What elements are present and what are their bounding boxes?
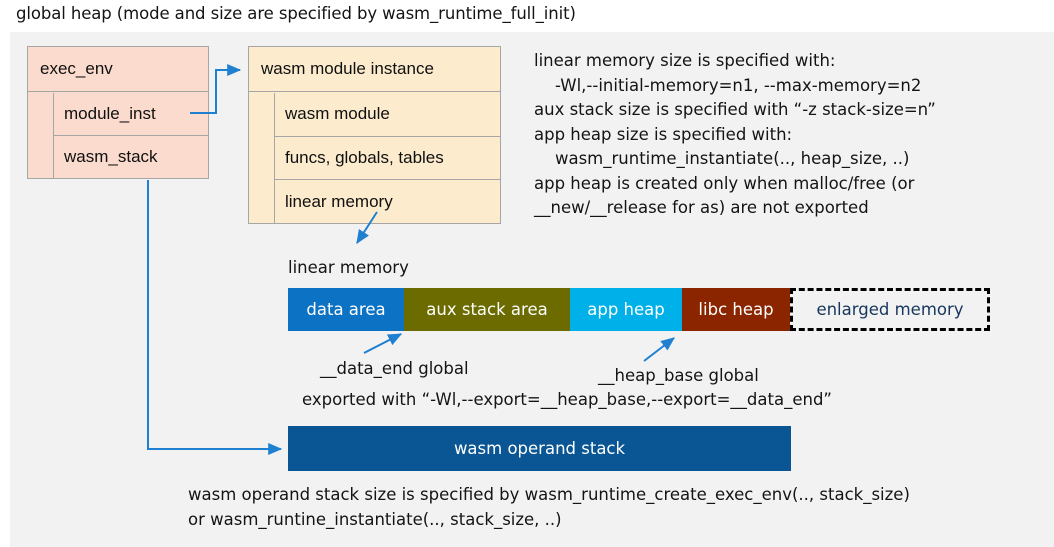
exec-env-fields: module_inst wasm_stack [54, 93, 208, 178]
linear-memory-caption: linear memory [288, 258, 409, 277]
wasm-operand-stack-box: wasm operand stack [288, 426, 791, 471]
memory-segment-label: data area [306, 300, 386, 319]
memory-segment-label: enlarged memory [816, 300, 964, 319]
module-field-wasm-module: wasm module [275, 93, 500, 137]
memory-config-notes: linear memory size is specified with: -W… [534, 51, 936, 217]
module-field-linear-memory: linear memory [275, 180, 500, 223]
wasm-module-instance-fields: wasm module funcs, globals, tables linea… [275, 93, 500, 223]
exported-with-label: exported with “-Wl,--export=__heap_base,… [302, 390, 832, 409]
memory-segment-aux-stack-area: aux stack area [404, 288, 570, 331]
memory-segment-app-heap: app heap [570, 288, 682, 331]
wasm-operand-stack-label: wasm operand stack [453, 439, 626, 458]
wasm-module-instance-body: wasm module funcs, globals, tables linea… [249, 93, 500, 223]
memory-segment-label: app heap [587, 300, 665, 319]
memory-segment-label: libc heap [698, 300, 774, 319]
wasm-module-instance-box: wasm module instance wasm module funcs, … [248, 46, 501, 224]
memory-segment-enlarged-memory: enlarged memory [790, 288, 990, 331]
memory-segment-libc-heap: libc heap [682, 288, 790, 331]
exec-env-field-module-inst: module_inst [54, 93, 208, 136]
exec-env-field-wasm-stack: wasm_stack [54, 136, 208, 178]
wasm-module-instance-gutter [249, 93, 275, 223]
module-field-label: funcs, globals, tables [285, 148, 444, 167]
memory-segment-label: aux stack area [426, 300, 548, 319]
data-end-global-label: __data_end global [320, 359, 469, 378]
heap-base-global-label: __heap_base global [598, 366, 759, 385]
exec-env-body: module_inst wasm_stack [28, 93, 208, 178]
module-field-label: linear memory [285, 191, 393, 211]
exec-env-field-label: wasm_stack [64, 147, 158, 166]
wasm-module-instance-header: wasm module instance [249, 47, 500, 92]
module-field-label: wasm module [285, 104, 390, 124]
linear-memory-strip: data area aux stack area app heap libc h… [288, 288, 990, 331]
exec-env-header-label: exec_env [40, 59, 113, 78]
exec-env-field-label: module_inst [64, 104, 156, 123]
exec-env-gutter [28, 93, 54, 178]
memory-segment-data-area: data area [288, 288, 404, 331]
operand-stack-notes: wasm operand stack size is specified by … [188, 485, 910, 529]
page-title: global heap (mode and size are specified… [16, 4, 576, 23]
wasm-module-instance-header-label: wasm module instance [261, 59, 434, 78]
exec-env-header: exec_env [28, 47, 208, 92]
module-field-funcs-globals-tables: funcs, globals, tables [275, 137, 500, 181]
exec-env-box: exec_env module_inst wasm_stack [27, 46, 209, 179]
